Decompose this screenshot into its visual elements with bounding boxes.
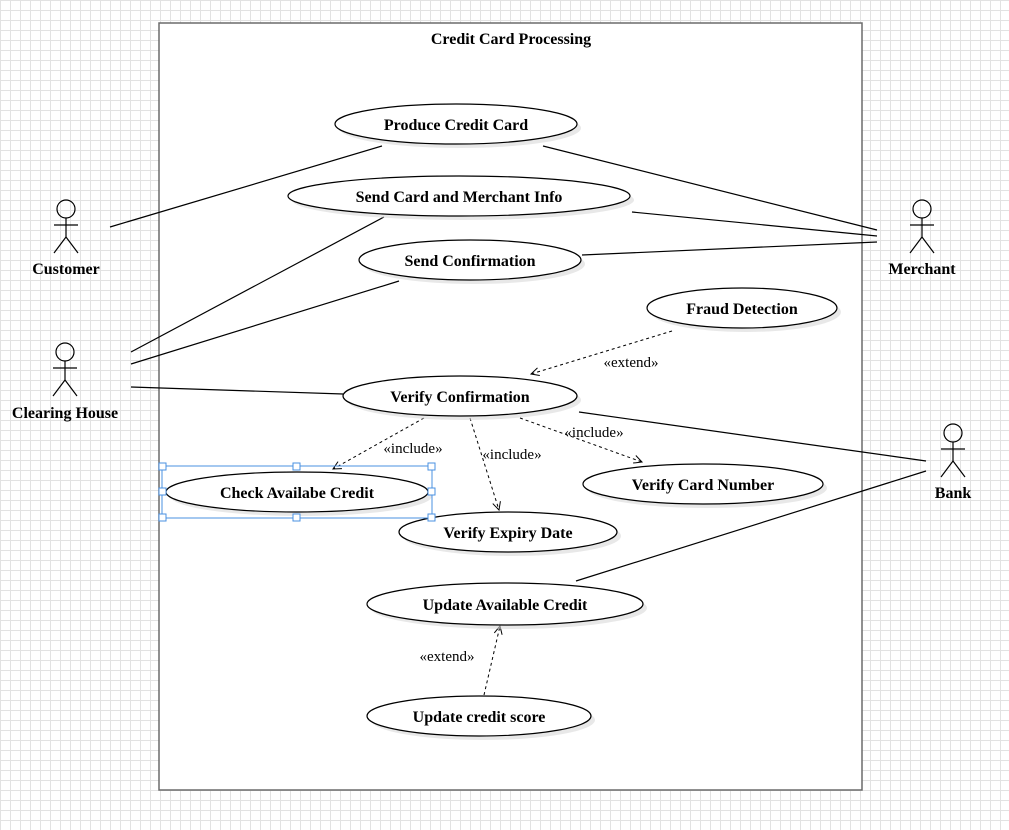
stick-figure-icon xyxy=(52,342,78,397)
association-clearing-house-verify-confirmation[interactable] xyxy=(130,386,344,395)
use-case-label: Update Available Credit xyxy=(423,597,588,614)
stick-figure-icon xyxy=(909,199,935,254)
use-case-label: Verify Confirmation xyxy=(390,389,529,406)
resize-handle[interactable] xyxy=(158,462,167,471)
use-case-verify-confirmation[interactable]: Verify Confirmation xyxy=(342,375,581,420)
actor-label: Bank xyxy=(935,485,972,502)
stick-figure-icon xyxy=(53,199,79,254)
system-boundary-title: Credit Card Processing xyxy=(431,31,591,48)
association-clearing-house-send-confirmation[interactable] xyxy=(130,280,400,365)
include-card-number-line[interactable] xyxy=(519,417,642,462)
include-expiry-label: «include» xyxy=(482,447,541,463)
actor-bank[interactable]: Bank xyxy=(935,423,972,502)
extend-credit-score-label: «extend» xyxy=(420,649,475,665)
extend-fraud-detection-line[interactable] xyxy=(531,330,673,374)
use-case-update-credit-score[interactable]: Update credit score xyxy=(366,695,595,740)
actor-customer[interactable]: Customer xyxy=(32,199,100,278)
use-case-send-card-merchant-info[interactable]: Send Card and Merchant Info xyxy=(287,175,634,220)
include-check-credit-label: «include» xyxy=(383,441,442,457)
use-case-label: Send Confirmation xyxy=(404,253,535,270)
use-case-label: Fraud Detection xyxy=(686,301,798,318)
resize-handle[interactable] xyxy=(427,513,436,522)
use-case-label: Send Card and Merchant Info xyxy=(356,189,563,206)
resize-handle[interactable] xyxy=(158,487,167,496)
use-case-check-available-credit[interactable]: Check Availabe Credit xyxy=(165,471,432,516)
use-case-verify-card-number[interactable]: Verify Card Number xyxy=(582,463,827,508)
use-case-update-available-credit[interactable]: Update Available Credit xyxy=(366,582,647,629)
dependencies: «extend» «include» «include» «include» «… xyxy=(333,330,673,696)
use-case-label: Check Availabe Credit xyxy=(220,485,375,502)
use-case-label: Verify Expiry Date xyxy=(443,525,572,542)
association-bank-update-available-credit[interactable] xyxy=(575,470,927,582)
extend-fraud-label: «extend» xyxy=(604,355,659,371)
include-card-number-label: «include» xyxy=(564,425,623,441)
association-merchant-send-card-merchant-info[interactable] xyxy=(631,211,878,237)
use-case-label: Update credit score xyxy=(413,709,546,726)
resize-handle[interactable] xyxy=(427,487,436,496)
associations xyxy=(109,145,927,582)
resize-handle[interactable] xyxy=(292,462,301,471)
association-clearing-house-send-card-merchant-info[interactable] xyxy=(130,216,385,353)
actor-label: Clearing House xyxy=(12,405,118,422)
use-case-send-confirmation[interactable]: Send Confirmation xyxy=(358,239,585,284)
resize-handle[interactable] xyxy=(427,462,436,471)
resize-handle[interactable] xyxy=(292,513,301,522)
use-case-fraud-detection[interactable]: Fraud Detection xyxy=(646,287,841,332)
use-case-label: Produce Credit Card xyxy=(384,117,528,134)
use-case-label: Verify Card Number xyxy=(632,477,775,494)
include-expiry-date-line[interactable] xyxy=(469,417,499,510)
association-merchant-send-confirmation[interactable] xyxy=(581,241,878,256)
use-case-produce-credit-card[interactable]: Produce Credit Card xyxy=(334,103,581,148)
association-customer-produce-credit-card[interactable] xyxy=(109,145,383,228)
association-bank-verify-confirmation[interactable] xyxy=(578,411,927,462)
actor-label: Customer xyxy=(32,261,100,278)
stick-figure-icon xyxy=(940,423,966,478)
selection-box[interactable] xyxy=(158,462,436,522)
actor-label: Merchant xyxy=(888,261,956,278)
include-check-credit-line[interactable] xyxy=(333,417,425,469)
use-case-verify-expiry-date[interactable]: Verify Expiry Date xyxy=(398,511,621,556)
association-merchant-produce-credit-card[interactable] xyxy=(542,145,878,231)
resize-handle[interactable] xyxy=(158,513,167,522)
actor-merchant[interactable]: Merchant xyxy=(888,199,956,278)
actor-clearing-house[interactable]: Clearing House xyxy=(12,342,118,422)
